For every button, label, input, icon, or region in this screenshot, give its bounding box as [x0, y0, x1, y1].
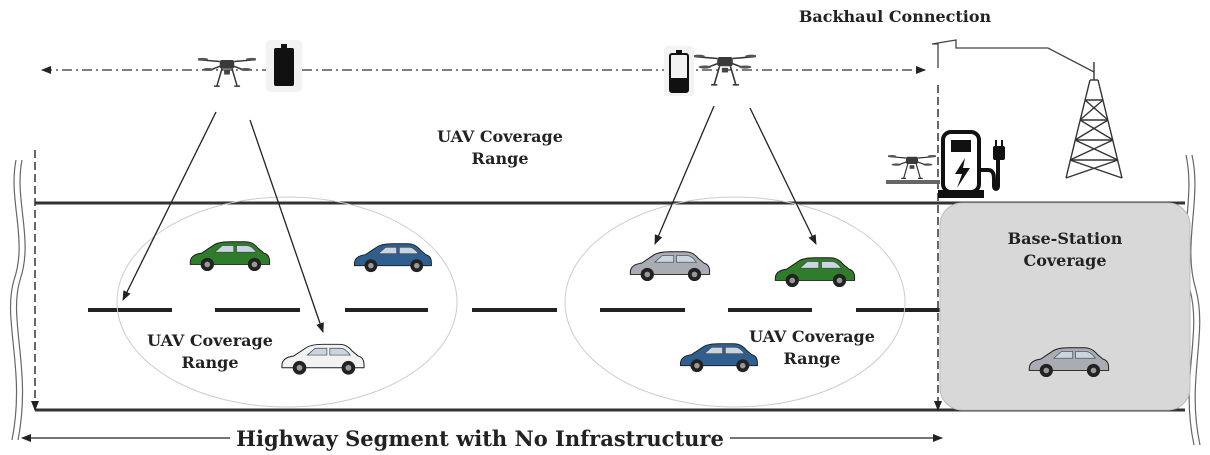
uav-coverage-ellipse-right — [564, 196, 906, 408]
battery-full-icon — [266, 40, 302, 92]
charging-station-icon — [938, 130, 1005, 198]
road-break-left — [9, 159, 26, 441]
backhaul-link — [931, 39, 1095, 73]
car-icon — [774, 257, 856, 288]
car-icon — [629, 251, 711, 282]
uav-coverage-label-right: UAV Coverage Range — [749, 327, 875, 368]
drone-icon — [198, 57, 256, 87]
battery-low-icon — [664, 46, 694, 96]
charging-pad — [886, 180, 940, 184]
base-station-coverage-label: Base-Station Coverage — [1007, 229, 1123, 270]
backhaul-label: Backhaul Connection — [798, 7, 992, 26]
drone-icon — [888, 154, 936, 180]
uav-coverage-ellipse-left — [116, 196, 458, 408]
car-icon — [189, 241, 271, 272]
highway-segment-label: Highway Segment with No Infrastructure — [230, 426, 730, 452]
uav-coverage-label-top: UAV Coverage Range — [437, 127, 563, 168]
base-station-coverage-area — [939, 202, 1191, 411]
car-icon — [353, 243, 432, 273]
uav-beam-arrows — [122, 105, 817, 333]
cell-tower-icon — [1065, 62, 1123, 179]
uav-coverage-label-left: UAV Coverage Range — [147, 331, 273, 372]
